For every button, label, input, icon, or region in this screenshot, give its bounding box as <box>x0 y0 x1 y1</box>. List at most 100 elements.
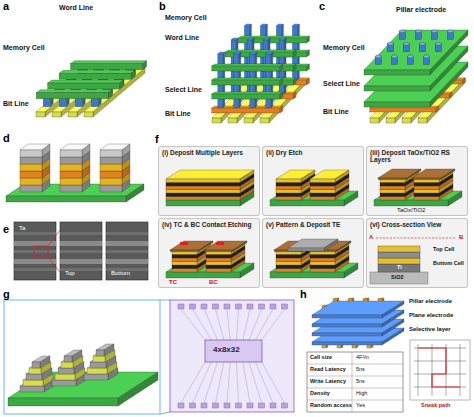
block-side <box>293 92 296 99</box>
pad <box>190 304 196 309</box>
word-line <box>36 90 112 99</box>
block-front <box>59 99 66 107</box>
step-title: (iii) Deposit TaOx/TiO2 RS Layers <box>367 147 467 166</box>
vertical-array <box>212 24 310 123</box>
block-front <box>276 186 301 190</box>
block-front <box>310 183 335 187</box>
plane-array <box>364 30 468 123</box>
label: f <box>154 134 160 145</box>
block-front <box>312 342 382 345</box>
table-rule <box>307 388 403 389</box>
array-block <box>205 340 262 362</box>
pillar-top <box>423 55 429 58</box>
pad <box>236 403 242 408</box>
pad <box>213 304 219 309</box>
trace <box>193 362 212 403</box>
block-front <box>166 193 240 197</box>
block-side <box>344 263 358 278</box>
block-side <box>306 64 309 71</box>
fin-layer <box>60 144 90 157</box>
block-front <box>60 164 82 171</box>
block-side <box>240 263 254 278</box>
block-side <box>449 92 452 98</box>
rs-layer <box>412 169 455 180</box>
label: a <box>2 1 10 12</box>
block-front <box>172 269 197 273</box>
block-side <box>233 241 247 252</box>
block-side <box>280 106 283 113</box>
block-front <box>380 197 405 201</box>
block-side <box>293 78 296 85</box>
block-front <box>244 118 253 123</box>
trace <box>237 309 239 340</box>
film-layer <box>166 170 254 183</box>
block-side <box>306 78 309 85</box>
block-front <box>166 197 240 201</box>
trace <box>181 362 205 403</box>
block-side <box>104 344 114 356</box>
block-front <box>270 200 344 206</box>
pad <box>282 403 288 408</box>
block-front <box>276 265 301 269</box>
block-front <box>84 374 108 380</box>
block-front <box>20 157 42 164</box>
label: 5ns <box>355 379 366 385</box>
trace <box>262 362 285 403</box>
block-front <box>100 185 122 192</box>
block-front <box>310 197 335 201</box>
label: Ta <box>18 225 26 231</box>
label: Yes <box>355 403 366 409</box>
pad <box>282 304 288 309</box>
process-step: (vi) Cross-section View <box>366 218 468 288</box>
tem-band <box>14 259 56 264</box>
block-side <box>40 356 50 368</box>
block-front <box>60 171 82 178</box>
block-front <box>212 108 280 113</box>
block-front <box>212 118 221 123</box>
block-front <box>20 185 42 192</box>
step-ground <box>158 218 260 288</box>
block-front <box>206 262 231 266</box>
trace <box>227 309 230 340</box>
fin-structure <box>6 144 144 202</box>
label: TC <box>168 279 178 285</box>
block-front <box>412 178 441 180</box>
rs-layer <box>378 246 420 252</box>
block-front <box>418 118 427 123</box>
block-front <box>6 196 126 202</box>
block-front <box>20 178 42 185</box>
stair-layer <box>96 344 114 356</box>
label: Density <box>309 391 331 397</box>
block-front <box>75 99 82 107</box>
block-front <box>60 157 82 164</box>
block-front <box>36 93 108 99</box>
block-front <box>87 368 107 374</box>
block-front <box>310 262 335 266</box>
label: Bit Line <box>322 108 350 115</box>
zoom-line <box>48 230 60 246</box>
table-rule <box>307 400 403 401</box>
label: b <box>158 1 167 12</box>
pad <box>201 304 207 309</box>
block-top <box>212 78 283 80</box>
block-top <box>48 80 124 83</box>
block-front <box>364 86 430 91</box>
pad <box>190 403 196 408</box>
block-front <box>310 265 335 269</box>
trace <box>216 362 224 403</box>
block-front <box>260 118 269 123</box>
block-front <box>93 356 105 362</box>
block-side <box>122 144 130 157</box>
label: Ti <box>396 265 403 271</box>
block-front <box>172 255 197 259</box>
pillar-top <box>399 30 405 33</box>
trace <box>181 309 205 340</box>
block-front <box>166 186 240 190</box>
step-title: (ii) Dry Etch <box>263 147 363 158</box>
stair-layer <box>93 350 115 362</box>
tem-band <box>14 268 56 271</box>
pad <box>247 304 253 309</box>
label: e <box>2 224 10 235</box>
block-side <box>344 191 358 206</box>
block-top <box>225 50 296 52</box>
